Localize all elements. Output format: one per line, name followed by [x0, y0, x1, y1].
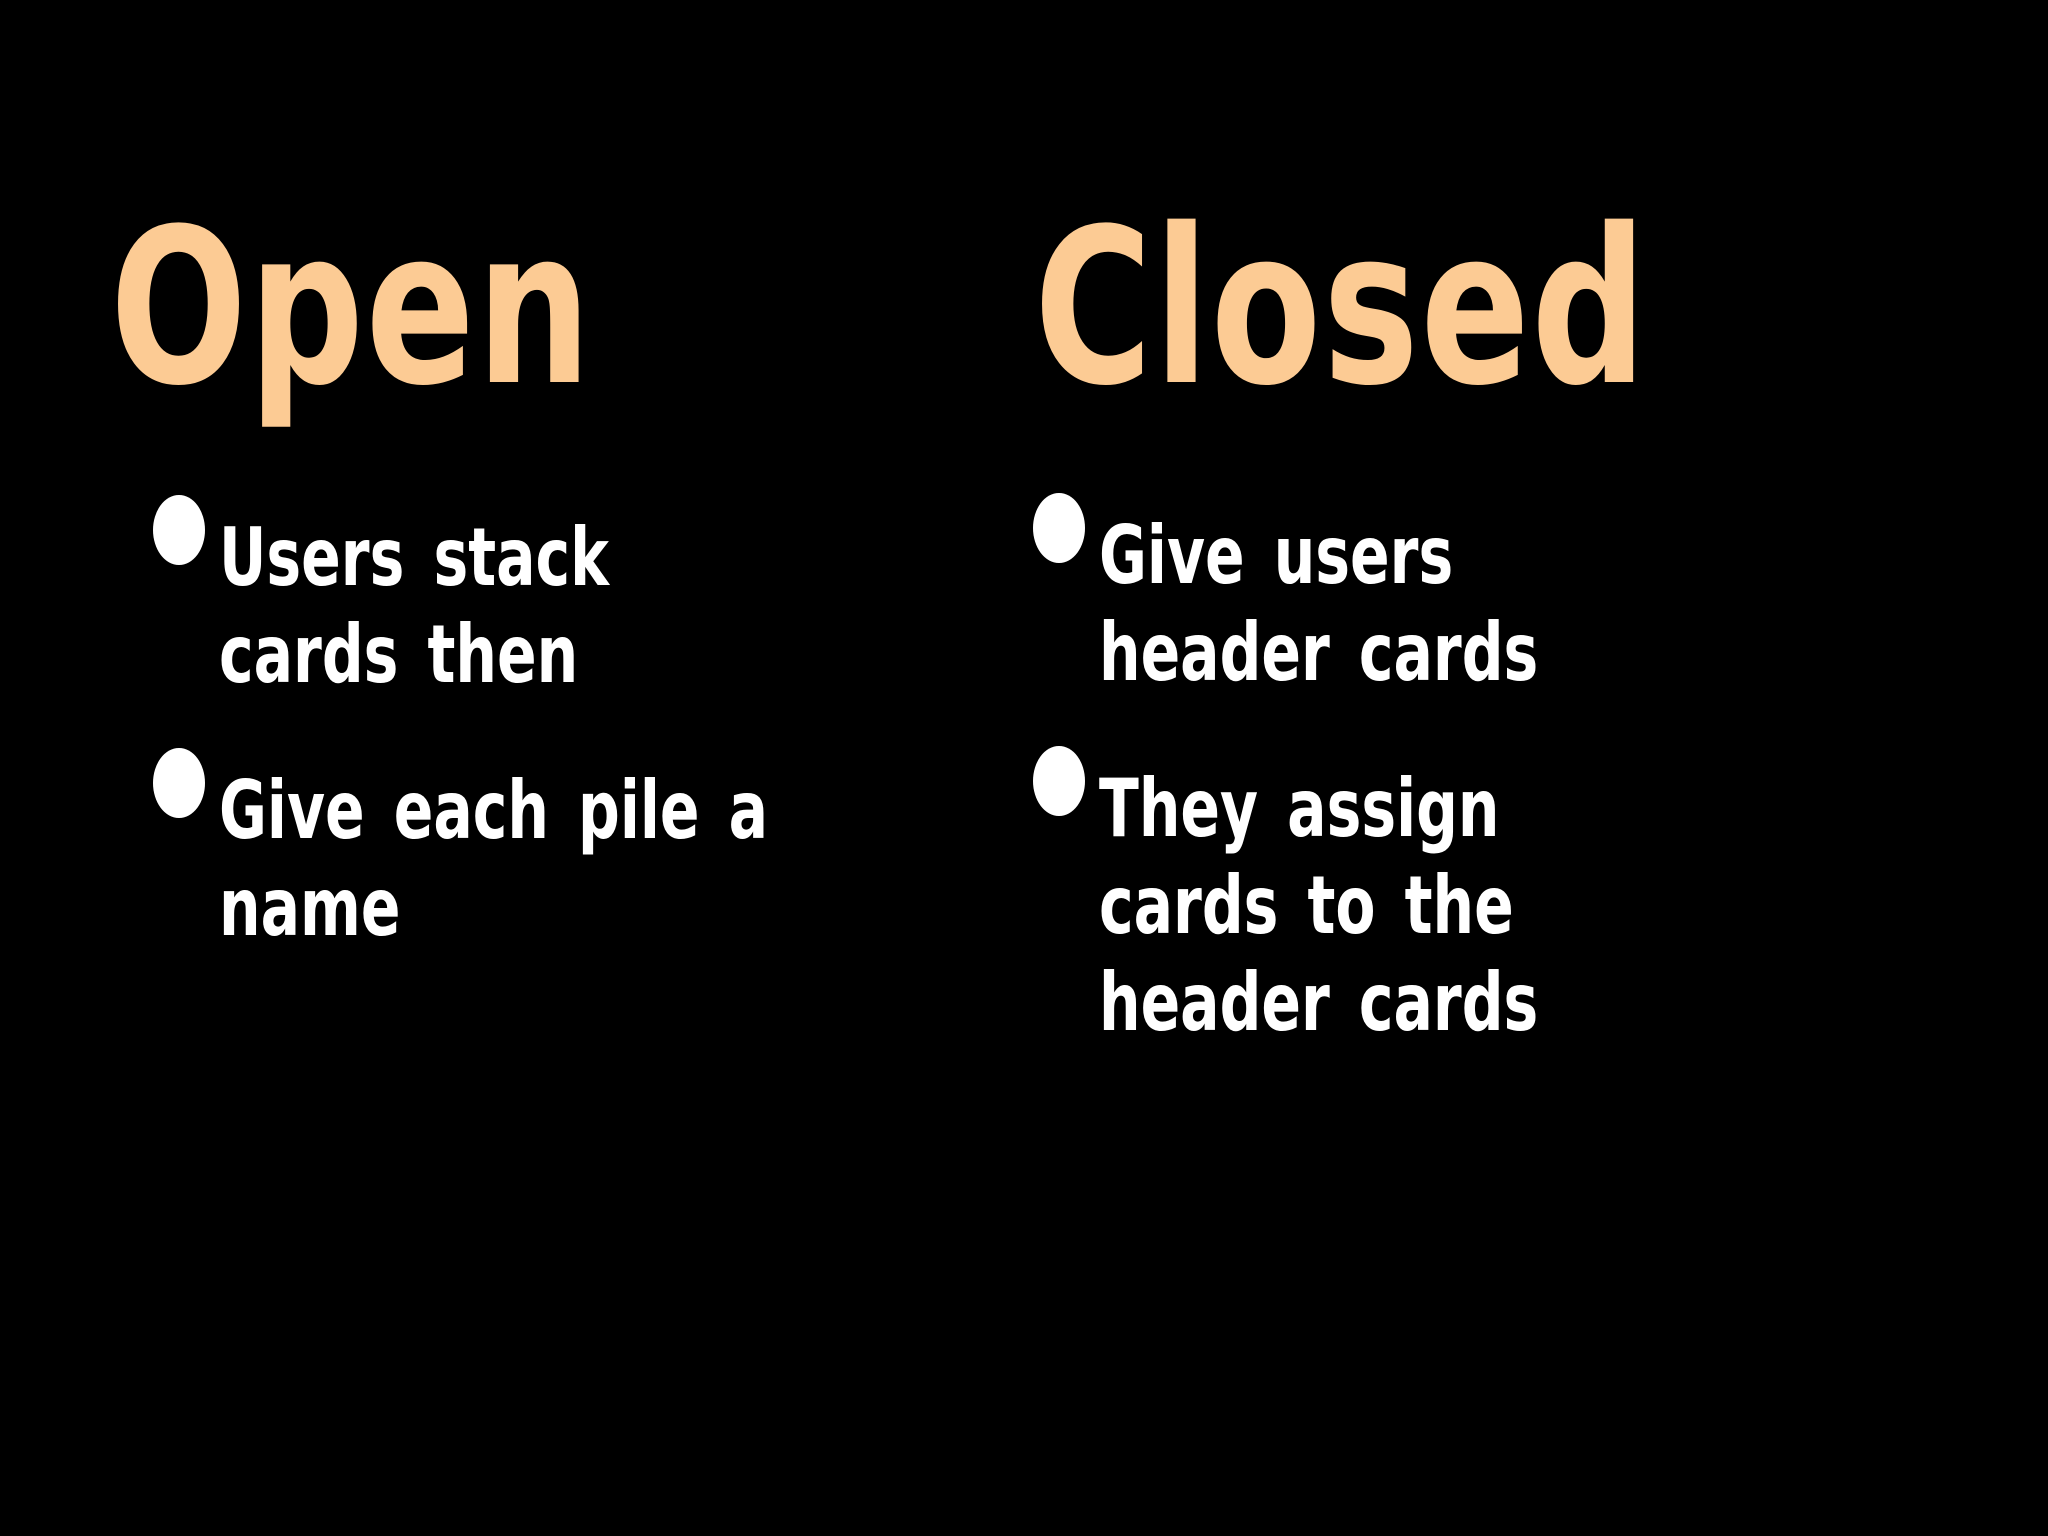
- bullet-text: Give each pile a name: [219, 764, 768, 954]
- bullet-text: Give users header cards: [1099, 509, 1539, 699]
- bullet-list-open: Users stack cards then Give each pile a …: [153, 495, 971, 1001]
- bullet-text: They assign cards to the header cards: [1099, 762, 1539, 1049]
- list-item: Give users header cards: [1033, 493, 1701, 701]
- bullet-icon: [153, 495, 205, 565]
- bullet-icon: [1033, 493, 1085, 563]
- bullet-list-closed: Give users header cards They assign card…: [1033, 493, 1701, 1096]
- list-item: They assign cards to the header cards: [1033, 746, 1701, 1051]
- bullet-text: Users stack cards then: [219, 511, 609, 701]
- bullet-icon: [153, 748, 205, 818]
- list-item: Give each pile a name: [153, 748, 971, 956]
- bullet-icon: [1033, 746, 1085, 816]
- column-heading-open: Open: [110, 182, 593, 433]
- column-heading-closed: Closed: [1034, 182, 1649, 433]
- list-item: Users stack cards then: [153, 495, 971, 703]
